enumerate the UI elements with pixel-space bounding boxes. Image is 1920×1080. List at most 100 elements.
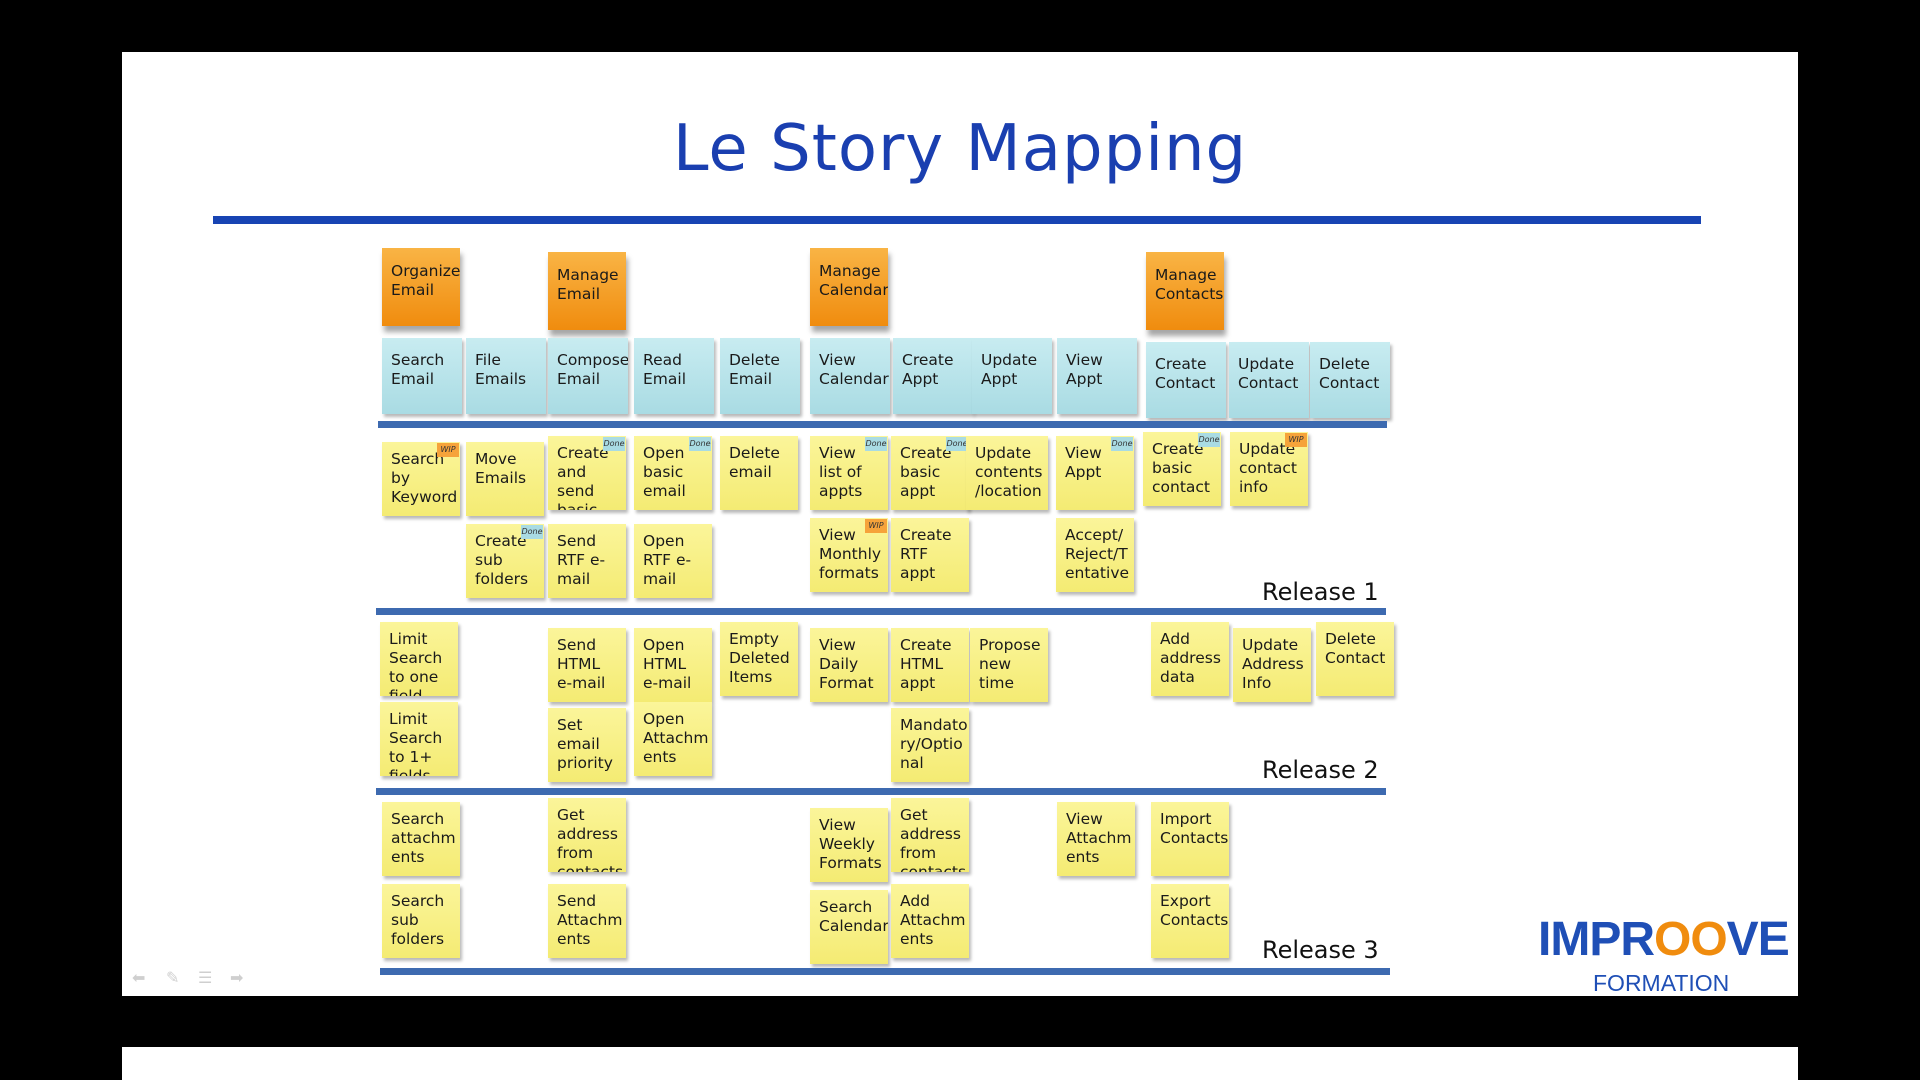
note-text: File Emails (475, 351, 527, 388)
story-note: Mandato ry/Optio nal (891, 708, 969, 782)
task-note: View Appt (1057, 338, 1137, 414)
note-text: Create and send basic email (557, 444, 609, 510)
story-note: Import Contacts (1151, 802, 1229, 876)
activity-note: Manage Contacts (1146, 252, 1224, 330)
story-note: Open RTF e-mail (634, 524, 712, 598)
done-tag: Done (946, 437, 968, 451)
task-note: View Calendar (810, 338, 890, 414)
note-text: Create Appt (902, 351, 954, 388)
story-note: Open Attachm ents (634, 702, 712, 776)
task-note: Delete Contact (1310, 342, 1390, 418)
release-3-label: Release 3 (1262, 936, 1379, 964)
note-text: Delete Contact (1319, 355, 1380, 392)
note-text: Get address from contacts (900, 806, 967, 872)
task-note: Search Email (382, 338, 462, 414)
note-text: Manage Email (557, 266, 619, 303)
story-note: Add Attachm ents (891, 884, 969, 958)
story-note: Get address from contacts (891, 798, 969, 872)
next-slide-icon[interactable]: ➡ (230, 970, 244, 987)
note-text: Create Contact (1155, 355, 1216, 392)
story-note: Limit Search to 1+ fields (380, 702, 458, 776)
story-note: Limit Search to one field (380, 622, 458, 696)
note-text: Export Contacts (1160, 892, 1229, 929)
task-note: Create Appt (893, 338, 973, 414)
note-text: Update Appt (981, 351, 1038, 388)
story-note: Empty Deleted Items (720, 622, 798, 696)
done-tag: Done (1198, 433, 1220, 447)
note-text: Update contact info (1239, 440, 1298, 496)
note-text: Send RTF e-mail (557, 532, 606, 588)
done-tag: Done (521, 525, 543, 539)
logo-infinity-mark: OO (1654, 913, 1728, 966)
story-note: Search sub folders (382, 884, 460, 958)
note-text: Send HTML e-mail (557, 636, 606, 692)
task-note: Compose Email (548, 338, 628, 414)
note-text: Limit Search to 1+ fields (389, 710, 443, 776)
task-note: File Emails (466, 338, 546, 414)
note-text: Organize Email (391, 262, 460, 299)
note-text: Search by Keyword (391, 450, 458, 506)
activity-note: Manage Email (548, 252, 626, 330)
done-tag: Done (865, 437, 887, 451)
story-note: Add address data (1151, 622, 1229, 696)
note-text: Manage Contacts (1155, 266, 1224, 303)
note-text: Update contents /location (975, 444, 1043, 500)
task-note: Create Contact (1146, 342, 1226, 418)
note-text: Delete Contact (1325, 630, 1386, 667)
story-note: Update contents /location (966, 436, 1048, 510)
note-text: Update Contact (1238, 355, 1299, 392)
previous-slide-icon[interactable]: ⬅ (132, 970, 146, 987)
wip-tag: WIP (437, 443, 459, 457)
note-text: View Calendar (819, 351, 889, 388)
note-text: View Appt (1065, 444, 1102, 481)
note-text: Set email priority (557, 716, 613, 772)
task-note: Delete Email (720, 338, 800, 414)
pen-icon[interactable]: ✎ (166, 970, 180, 987)
note-text: Limit Search to one field (389, 630, 443, 696)
note-text: Search Email (391, 351, 445, 388)
wip-tag: WIP (865, 519, 887, 533)
release-1-line (376, 608, 1386, 615)
task-note: Update Appt (972, 338, 1052, 414)
logo-text-b: VE (1726, 913, 1790, 966)
task-note: Read Email (634, 338, 714, 414)
backbone-line (378, 421, 1387, 428)
note-text: Delete email (729, 444, 780, 481)
note-text: View Monthly formats (819, 526, 882, 582)
release-1-label: Release 1 (1262, 578, 1379, 606)
wip-tag: WIP (1285, 433, 1307, 447)
logo-subtitle: FORMATION (1593, 970, 1730, 996)
note-text: Search Calendar (819, 898, 888, 935)
story-note: View Weekly Formats (810, 808, 888, 882)
story-note: Send RTF e-mail (548, 524, 626, 598)
release-3-line (380, 968, 1390, 975)
note-text: Send Attachm ents (557, 892, 623, 948)
release-2-label: Release 2 (1262, 756, 1379, 784)
note-text: Update Address Info (1242, 636, 1304, 692)
story-note: View Daily Format (810, 628, 888, 702)
menu-icon[interactable]: ☰ (198, 970, 213, 987)
story-note: Send Attachm ents (548, 884, 626, 958)
note-text: Create basic contact (1152, 440, 1211, 496)
note-text: Add address data (1160, 630, 1221, 686)
story-note: Get address from contacts (548, 798, 626, 872)
note-text: Delete Email (729, 351, 780, 388)
task-note: Update Contact (1229, 342, 1309, 418)
note-text: Search sub folders (391, 892, 445, 948)
note-text: Mandato ry/Optio nal (900, 716, 968, 772)
logo-text-a: IMPR (1538, 913, 1655, 966)
note-text: Get address from contacts (557, 806, 624, 872)
activity-note: Manage Calendar (810, 248, 888, 326)
note-text: Create RTF appt (900, 526, 952, 582)
note-text: Open HTML e-mail (643, 636, 692, 692)
title-underline (213, 216, 1701, 224)
